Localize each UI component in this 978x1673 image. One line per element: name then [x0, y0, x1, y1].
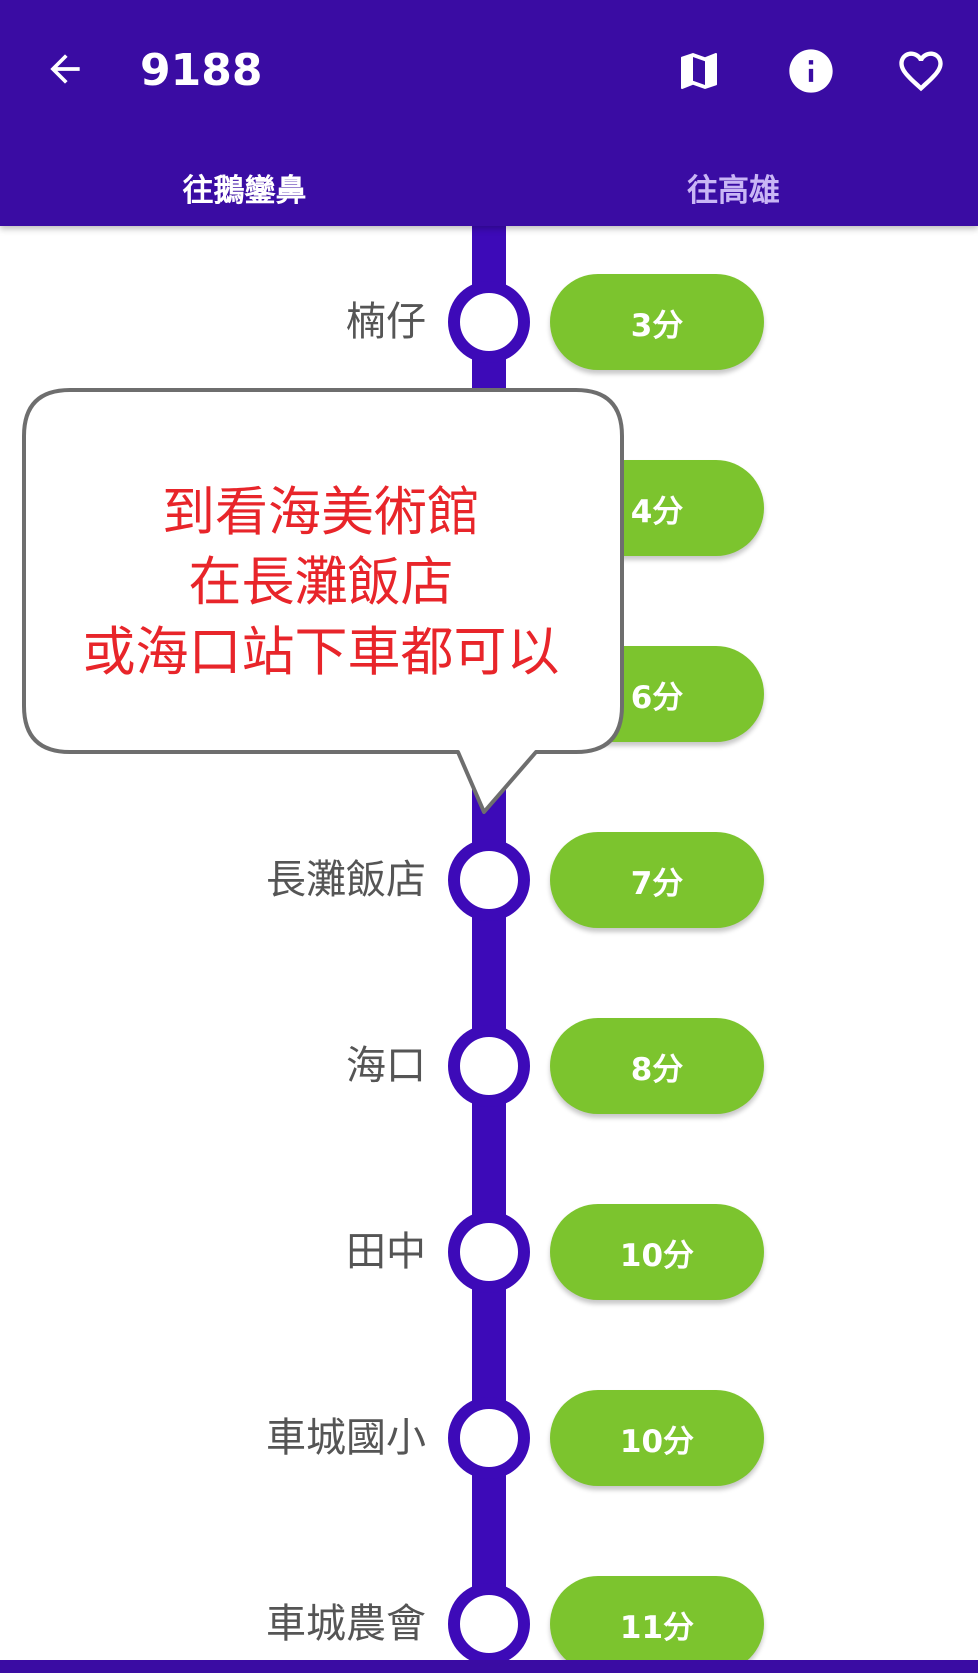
map-icon — [681, 53, 717, 89]
speech-bubble-annotation: 到看海美術館 在長灘飯店 或海口站下車都可以 — [22, 388, 624, 818]
info-icon — [789, 49, 833, 93]
stop-name: 長灘飯店 — [266, 857, 426, 903]
eta-badge[interactable]: 7分 — [550, 832, 764, 928]
stop-node[interactable] — [448, 839, 530, 921]
heart-outline-icon — [899, 51, 943, 92]
callout-line: 在長灘飯店 — [188, 552, 454, 613]
stop-name: 田中 — [346, 1229, 426, 1275]
callout-line: 到看海美術館 — [162, 482, 480, 543]
eta-badge[interactable]: 10分 — [550, 1390, 764, 1486]
stop-node[interactable] — [448, 281, 530, 363]
stop-name: 車城農會 — [266, 1601, 426, 1647]
speech-bubble-shape — [22, 388, 624, 814]
eta-badge[interactable]: 8分 — [550, 1018, 764, 1114]
eta-badge[interactable]: 3分 — [550, 274, 764, 370]
tab-to-kaohsiung[interactable]: 往高雄 — [687, 172, 780, 209]
callout-text: 到看海美術館 在長灘飯店 或海口站下車都可以 — [46, 478, 596, 688]
app-bar: 9188 往鵝鑾鼻 往高雄 — [0, 0, 978, 226]
arrow-left-icon — [50, 54, 80, 84]
route-number: 9188 — [140, 45, 263, 96]
eta-badge[interactable]: 10分 — [550, 1204, 764, 1300]
stop-name: 車城國小 — [266, 1415, 426, 1461]
callout-line: 或海口站下車都可以 — [82, 622, 560, 683]
stop-name: 海口 — [346, 1043, 426, 1089]
map-button[interactable] — [666, 38, 732, 104]
favorite-button[interactable] — [888, 38, 954, 104]
eta-badge[interactable]: 11分 — [550, 1576, 764, 1672]
stop-name: 楠仔 — [346, 299, 426, 345]
info-button[interactable] — [778, 38, 844, 104]
stop-node[interactable] — [448, 1211, 530, 1293]
back-button[interactable] — [36, 40, 94, 98]
stop-node[interactable] — [448, 1583, 530, 1665]
stop-node[interactable] — [448, 1397, 530, 1479]
stop-node[interactable] — [448, 1025, 530, 1107]
tab-to-eluanbi[interactable]: 往鵝鑾鼻 — [182, 172, 307, 209]
direction-tabs: 往鵝鑾鼻 往高雄 — [0, 148, 978, 226]
bottom-edge-bar — [0, 1660, 978, 1673]
